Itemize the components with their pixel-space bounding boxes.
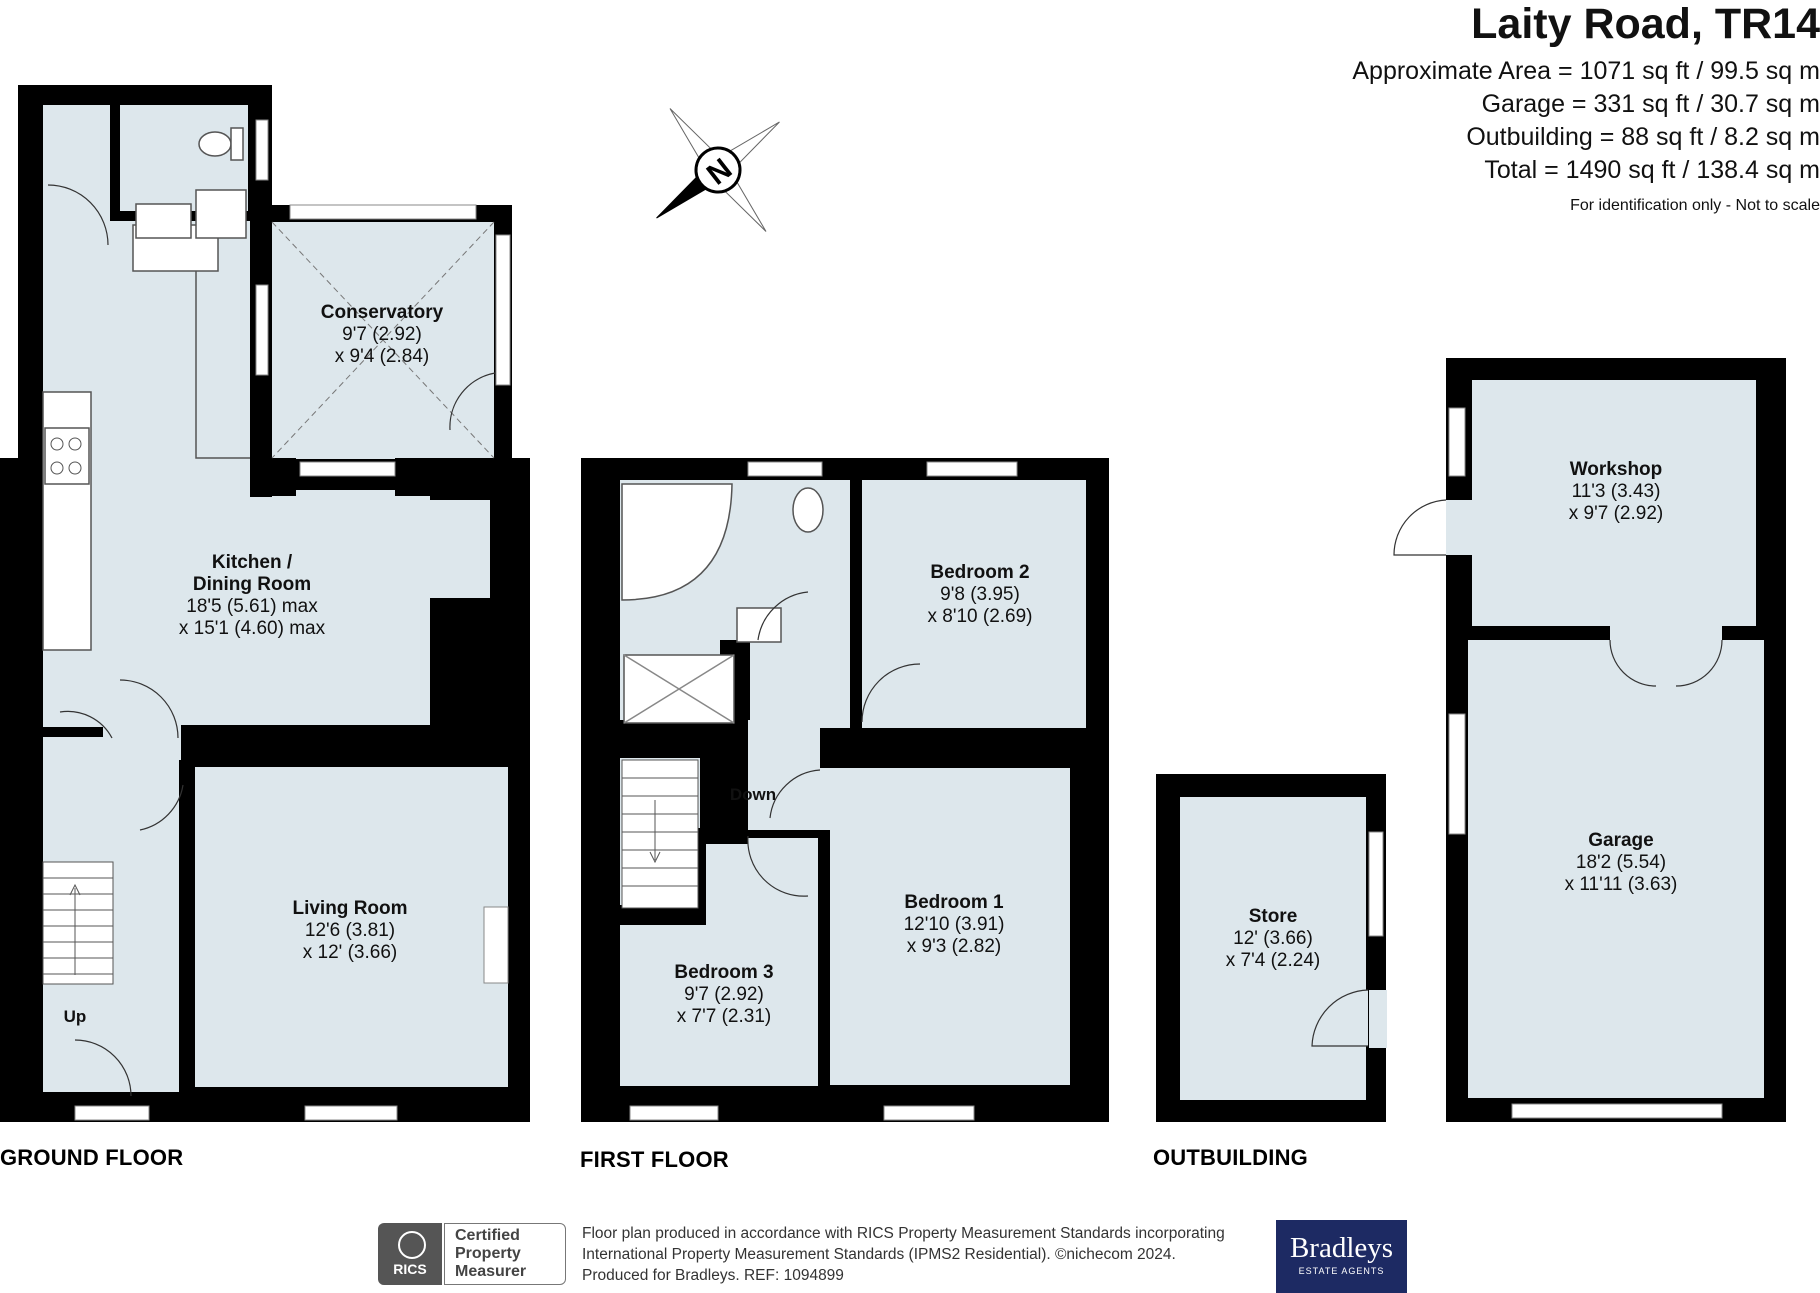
living-name: Living Room — [292, 898, 407, 919]
store-floor — [1180, 797, 1366, 1100]
area-garage: Garage = 331 sq ft / 30.7 sq m — [1481, 90, 1820, 118]
workshop-window — [1448, 407, 1466, 477]
area-approx: Approximate Area = 1071 sq ft / 99.5 sq … — [1352, 57, 1820, 85]
scale-note: For identification only - Not to scale — [1570, 197, 1820, 214]
hob — [44, 427, 90, 485]
rics-badge: RICS Certified Property Measurer — [378, 1223, 566, 1285]
front-door-opening — [74, 1105, 150, 1121]
conservatory-dim1: 9'7 (2.92) — [342, 324, 422, 345]
footer-line-3: Produced for Bradleys. REF: 1094899 — [582, 1267, 844, 1284]
brand-name: Bradleys — [1289, 1232, 1394, 1264]
bedroom2-dim2: x 8'10 (2.69) — [927, 606, 1032, 627]
first-floor-label: FIRST FLOOR — [580, 1147, 729, 1172]
brand-subtitle: ESTATE AGENTS — [1298, 1266, 1385, 1276]
first-floor-plan — [581, 458, 1109, 1122]
wc-window — [255, 119, 269, 181]
stairs-up — [42, 861, 114, 985]
stairs-down-label: Down — [730, 785, 776, 804]
bedroom3-name: Bedroom 3 — [674, 962, 773, 983]
garage-floor — [1468, 640, 1764, 1098]
store-name: Store — [1249, 906, 1298, 927]
stairs-down — [621, 759, 699, 909]
bedroom1-window — [883, 1105, 975, 1121]
rics-line-2: Property — [455, 1245, 521, 1262]
ground-floor-plan — [0, 85, 530, 1122]
bedroom3-dim1: 9'7 (2.92) — [684, 984, 764, 1005]
bathroom-toilet — [792, 487, 824, 533]
bedroom1-dim1: 12'10 (3.91) — [904, 914, 1005, 935]
conservatory-dim2: x 9'4 (2.84) — [335, 346, 429, 367]
kitchen-name-1: Kitchen / — [212, 552, 293, 573]
garage-side-window — [1448, 713, 1466, 835]
wc-shower — [195, 189, 247, 239]
rics-line-1: Certified — [455, 1227, 520, 1244]
conservatory-name: Conservatory — [321, 302, 444, 323]
kitchen-dim2: x 15'1 (4.60) max — [179, 618, 326, 639]
workshop-floor — [1472, 380, 1756, 626]
floor-plan-drawing: N Conservatory 9'7 (2.92) x 9'4 (2.84) K… — [0, 85, 1786, 1172]
garage-door — [1511, 1103, 1723, 1119]
conservatory-patio-opening — [299, 461, 396, 477]
garage-name: Garage — [1588, 830, 1653, 851]
store-door-opening — [1369, 990, 1387, 1048]
bedroom3-dim2: x 7'7 (2.31) — [677, 1006, 771, 1027]
rics-logo: RICS — [378, 1223, 442, 1285]
kitchen-name-2: Dining Room — [193, 574, 311, 595]
living-dim1: 12'6 (3.81) — [305, 920, 395, 941]
bradleys-logo: Bradleys ESTATE AGENTS — [1276, 1220, 1407, 1293]
rics-line-3: Measurer — [455, 1263, 527, 1280]
store-dim1: 12' (3.66) — [1233, 928, 1313, 949]
kitchen-worktop-corner — [195, 271, 250, 459]
garage-plan — [1393, 358, 1786, 1122]
bedroom2-name: Bedroom 2 — [930, 562, 1029, 583]
living-floor — [195, 767, 508, 1087]
bedroom2-window — [926, 461, 1018, 477]
living-dim2: x 12' (3.66) — [303, 942, 397, 963]
conservatory-window-right — [495, 234, 511, 386]
wc-basin — [135, 203, 192, 239]
living-chimney — [483, 906, 509, 984]
stairs-up-label: Up — [64, 1007, 87, 1026]
compass-rose — [656, 108, 780, 232]
garage-dim2: x 11'11 (3.63) — [1565, 874, 1678, 895]
outbuilding-plan — [1156, 774, 1387, 1122]
kitchen-cupboard-floor — [430, 500, 490, 598]
store-window — [1368, 831, 1384, 937]
bedroom2-dim1: 9'8 (3.95) — [940, 584, 1020, 605]
workshop-dim1: 11'3 (3.43) — [1572, 481, 1661, 502]
bedroom3-window — [629, 1105, 719, 1121]
workshop-name: Workshop — [1570, 459, 1663, 480]
garage-dim1: 18'2 (5.54) — [1576, 852, 1666, 873]
kitchen-dim1: 18'5 (5.61) max — [186, 596, 318, 617]
plan-title: Laity Road, TR14 — [1471, 0, 1820, 48]
ground-floor-label: GROUND FLOOR — [0, 1145, 183, 1170]
bedroom1-floor — [830, 767, 1070, 1085]
store-dim2: x 7'4 (2.24) — [1226, 950, 1320, 971]
footer-line-1: Floor plan produced in accordance with R… — [582, 1225, 1225, 1242]
bathroom-window — [747, 461, 823, 477]
bedroom1-dim2: x 9'3 (2.82) — [907, 936, 1001, 957]
bedroom2-floor — [860, 480, 1086, 728]
outbuilding-label: OUTBUILDING — [1153, 1145, 1308, 1170]
corner-bath — [621, 483, 733, 601]
conservatory-window-top — [289, 204, 477, 220]
rics-logo-text: RICS — [393, 1261, 427, 1277]
conservatory-window-left — [255, 284, 269, 376]
room-labels: Conservatory 9'7 (2.92) x 9'4 (2.84) Kit… — [64, 302, 1678, 1027]
area-total: Total = 1490 sq ft / 138.4 sq m — [1484, 156, 1820, 184]
area-outbuilding: Outbuilding = 88 sq ft / 8.2 sq m — [1466, 123, 1820, 151]
footer-line-2: International Property Measurement Stand… — [582, 1246, 1176, 1263]
living-window — [304, 1105, 398, 1121]
rics-emblem-icon — [398, 1231, 426, 1259]
bedroom1-name: Bedroom 1 — [904, 892, 1004, 913]
workshop-dim2: x 9'7 (2.92) — [1569, 503, 1663, 524]
wc-toilet — [198, 131, 232, 157]
